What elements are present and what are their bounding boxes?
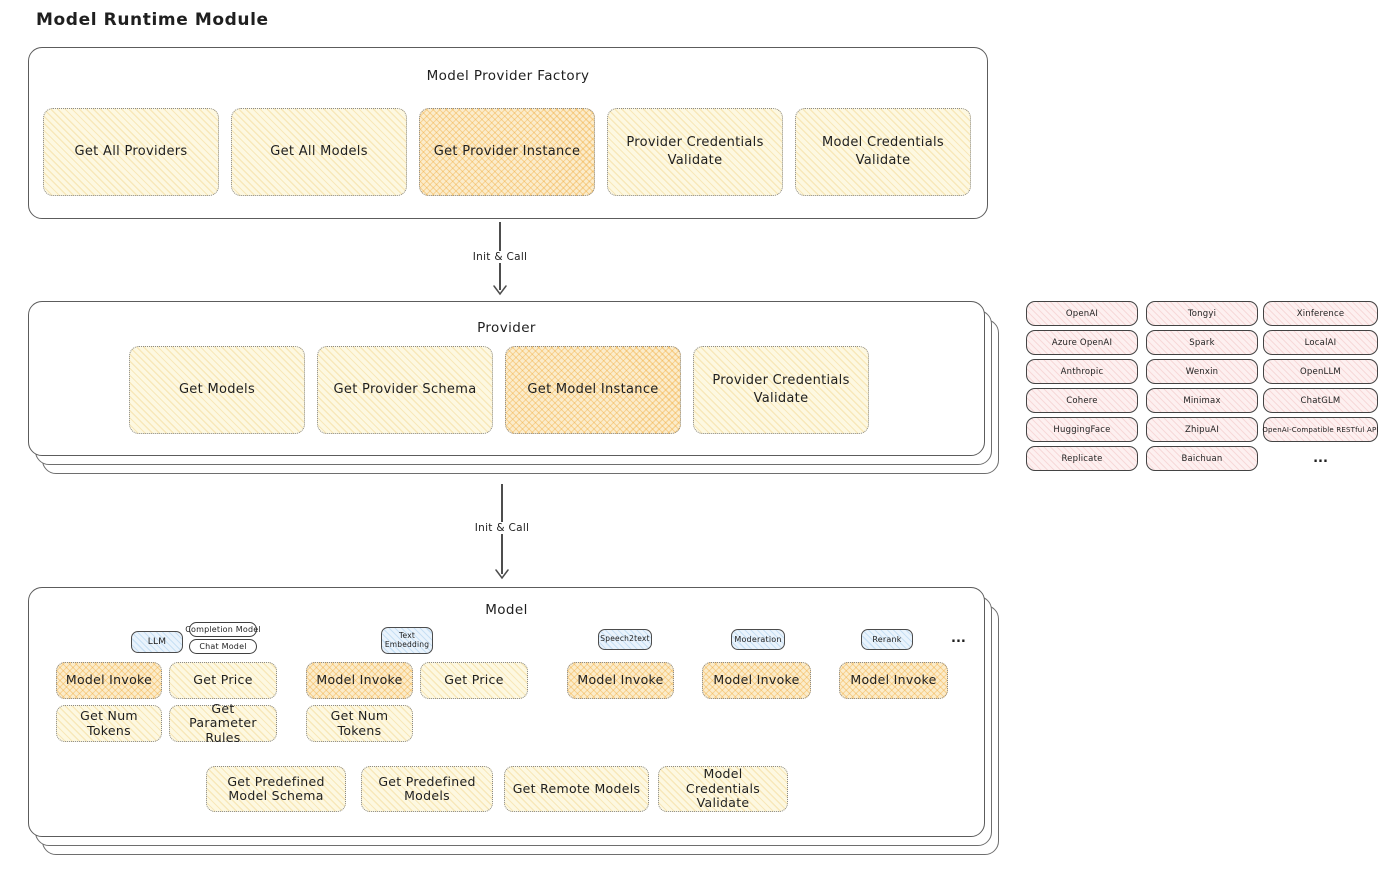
providers-column-1: OpenAI Azure OpenAI Anthropic Cohere Hug… (1026, 301, 1138, 471)
tag-llm: LLM (131, 631, 183, 653)
node-moderation-model-invoke: Model Invoke (702, 662, 811, 699)
tag-chat-model: Chat Model (189, 639, 257, 654)
providers-column-2: Tongyi Spark Wenxin Minimax ZhipuAI Baic… (1146, 301, 1258, 471)
node-get-remote-models: Get Remote Models (504, 766, 649, 812)
arrow-label-init-call-1: Init & Call (468, 251, 532, 263)
node-rerank-model-invoke: Model Invoke (839, 662, 948, 699)
provider-chip-baichuan: Baichuan (1146, 446, 1258, 471)
provider-chip-openai-compatible-restful-api: OpenAI-Compatible RESTful API (1262, 417, 1378, 442)
node-get-models: Get Models (129, 346, 305, 434)
node-model-credentials-validate-factory: Model Credentials Validate (795, 108, 971, 196)
node-model-credentials-validate: Model Credentials Validate (658, 766, 788, 812)
provider-chip-spark: Spark (1146, 330, 1258, 355)
model-provider-factory-card: Model Provider Factory Get All Providers… (28, 47, 988, 219)
model-types-ellipsis: ... (951, 631, 966, 646)
node-llm-get-parameter-rules: Get Parameter Rules (169, 701, 277, 744)
tag-moderation: Moderation (731, 629, 785, 650)
tag-speech2text: Speech2text (598, 629, 652, 650)
node-get-predefined-model-schema: Get Predefined Model Schema (206, 766, 346, 812)
provider-chip-openai: OpenAI (1026, 301, 1138, 326)
node-embedding-model-invoke: Model Invoke (306, 662, 413, 699)
node-get-predefined-models: Get Predefined Models (361, 766, 493, 812)
provider-chip-openllm: OpenLLM (1263, 359, 1378, 384)
node-llm-model-invoke: Model Invoke (56, 662, 162, 699)
node-embedding-get-price: Get Price (420, 662, 528, 699)
node-llm-get-price: Get Price (169, 662, 277, 699)
node-get-model-instance: Get Model Instance (505, 346, 681, 434)
provider-card: Provider Get Models Get Provider Schema … (28, 301, 985, 456)
factory-title: Model Provider Factory (426, 68, 590, 84)
arrow-head-1 (493, 285, 507, 296)
model-card: Model LLM Completion Model Chat Model Te… (28, 587, 985, 837)
providers-column-3: Xinference LocalAI OpenLLM ChatGLM OpenA… (1262, 301, 1378, 471)
model-title: Model (485, 602, 528, 618)
arrow-head-2 (495, 569, 509, 580)
provider-chip-chatglm: ChatGLM (1263, 388, 1378, 413)
node-provider-credentials-validate-factory: Provider Credentials Validate (607, 108, 783, 196)
provider-chip-xinference: Xinference (1263, 301, 1378, 326)
provider-chip-minimax: Minimax (1146, 388, 1258, 413)
node-get-provider-instance: Get Provider Instance (419, 108, 595, 196)
provider-chip-huggingface: HuggingFace (1026, 417, 1138, 442)
provider-chip-replicate: Replicate (1026, 446, 1138, 471)
provider-title: Provider (477, 320, 536, 336)
node-get-all-providers: Get All Providers (43, 108, 219, 196)
provider-chip-azure-openai: Azure OpenAI (1026, 330, 1138, 355)
provider-chip-localai: LocalAI (1263, 330, 1378, 355)
node-get-provider-schema: Get Provider Schema (317, 346, 493, 434)
tag-completion-model: Completion Model (185, 622, 261, 637)
node-embedding-get-num-tokens: Get Num Tokens (306, 705, 413, 742)
diagram-title: Model Runtime Module (36, 10, 269, 30)
node-llm-get-num-tokens: Get Num Tokens (56, 705, 162, 742)
node-speech2text-model-invoke: Model Invoke (567, 662, 674, 699)
provider-chip-tongyi: Tongyi (1146, 301, 1258, 326)
tag-text-embedding: Text Embedding (381, 627, 433, 654)
node-provider-credentials-validate: Provider Credentials Validate (693, 346, 869, 434)
node-get-all-models: Get All Models (231, 108, 407, 196)
provider-chip-anthropic: Anthropic (1026, 359, 1138, 384)
provider-chip-cohere: Cohere (1026, 388, 1138, 413)
arrow-label-init-call-2: Init & Call (470, 522, 534, 534)
provider-chip-wenxin: Wenxin (1146, 359, 1258, 384)
provider-chip-zhipuai: ZhipuAI (1146, 417, 1258, 442)
providers-ellipsis: ... (1313, 451, 1328, 466)
tag-rerank: Rerank (861, 629, 913, 650)
